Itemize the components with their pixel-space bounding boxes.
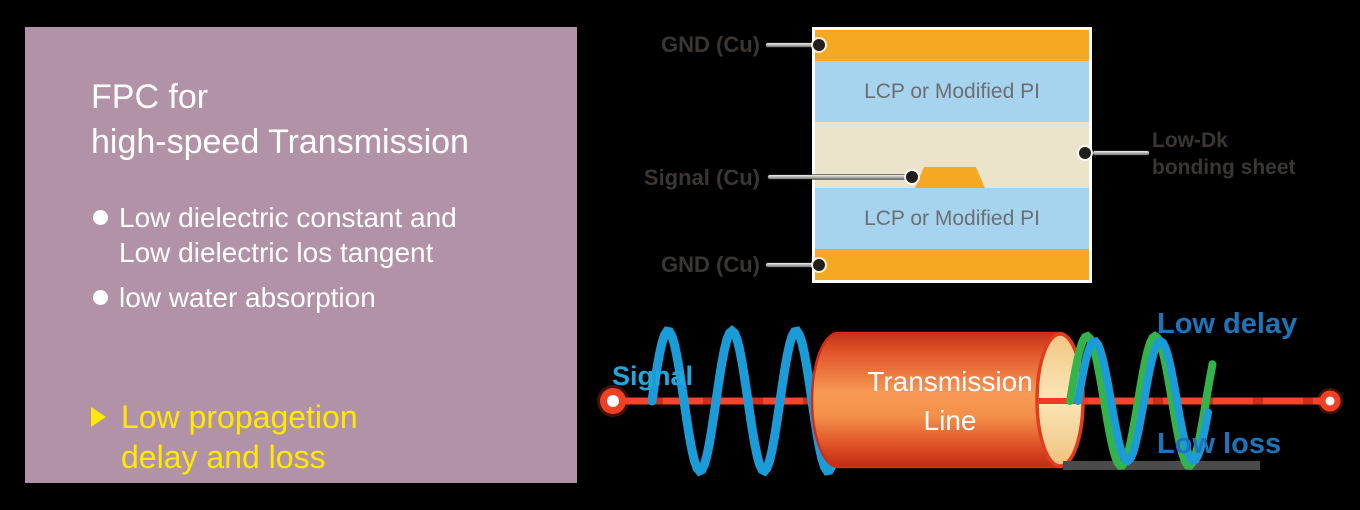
cylinder-label-line2: Line (923, 405, 977, 436)
bullet-water-absorption: low water absorption (91, 280, 376, 315)
bullet-dot-icon (93, 290, 108, 305)
signal-wave-label: Signal (612, 361, 694, 391)
panel-title-line1: FPC for (91, 78, 209, 116)
connector-dot-gnd-top (813, 39, 825, 51)
highlight-propagation: Low propagetion delay and loss (91, 397, 358, 477)
low-delay-label: Low delay (1157, 308, 1298, 340)
triangle-arrow-icon (91, 407, 106, 427)
bullet-dielectric-line2: Low dielectric los tangent (119, 237, 434, 268)
shadow-bar (1063, 461, 1260, 470)
bullet-water-absorption-line1: low water absorption (119, 282, 376, 313)
layer-lcp-top-label: LCP or Modified PI (864, 79, 1040, 103)
label-gnd-top: GND (Cu) (661, 32, 760, 57)
input-signal-wave (647, 325, 847, 477)
connector-line-bonding (1093, 151, 1149, 155)
connector-dot-bonding (1079, 147, 1091, 159)
connector-dot-gnd-bottom (813, 259, 825, 271)
connector-line-signal (768, 175, 910, 179)
left-endpoint-icon (597, 385, 629, 417)
cylinder-label-line1: Transmission (867, 366, 1033, 397)
output-wave-blue (1074, 336, 1212, 466)
panel-title: FPC for high-speed Transmission (91, 75, 469, 165)
label-gnd-bottom: GND (Cu) (661, 252, 760, 277)
label-signal: Signal (Cu) (643, 165, 760, 190)
label-bonding-line2: bonding sheet (1152, 156, 1296, 179)
connector-dot-signal (906, 171, 918, 183)
layer-lcp-bottom-label: LCP or Modified PI (864, 206, 1040, 230)
panel-title-line2: high-speed Transmission (91, 123, 469, 161)
cylinder-label: Transmission Line (844, 362, 1056, 440)
layer-gnd-top (815, 30, 1089, 61)
label-bonding-sheet: Low-Dk bonding sheet (1152, 127, 1342, 181)
layer-gnd-bottom (815, 249, 1089, 280)
highlight-line1: Low propagetion (121, 399, 358, 435)
highlight-line2: delay and loss (121, 439, 326, 475)
bullet-dielectric-line1: Low dielectric constant and (119, 202, 457, 233)
layer-lcp-bottom: LCP or Modified PI (815, 188, 1089, 249)
right-endpoint-icon (1317, 388, 1343, 414)
output-wave-green (1066, 331, 1217, 470)
signal-conductor (915, 167, 985, 188)
connector-line-gnd-bottom (766, 263, 818, 267)
low-loss-label: Low loss (1157, 428, 1282, 460)
layer-lcp-top: LCP or Modified PI (815, 61, 1089, 122)
bullet-dielectric: Low dielectric constant and Low dielectr… (91, 200, 457, 270)
label-bonding-line1: Low-Dk (1152, 129, 1228, 152)
layer-stack: LCP or Modified PI LCP or Modified PI (812, 27, 1092, 283)
fpc-info-panel: FPC for high-speed Transmission Low diel… (25, 27, 577, 483)
connector-line-gnd-top (766, 43, 818, 47)
bullet-dot-icon (93, 210, 108, 225)
